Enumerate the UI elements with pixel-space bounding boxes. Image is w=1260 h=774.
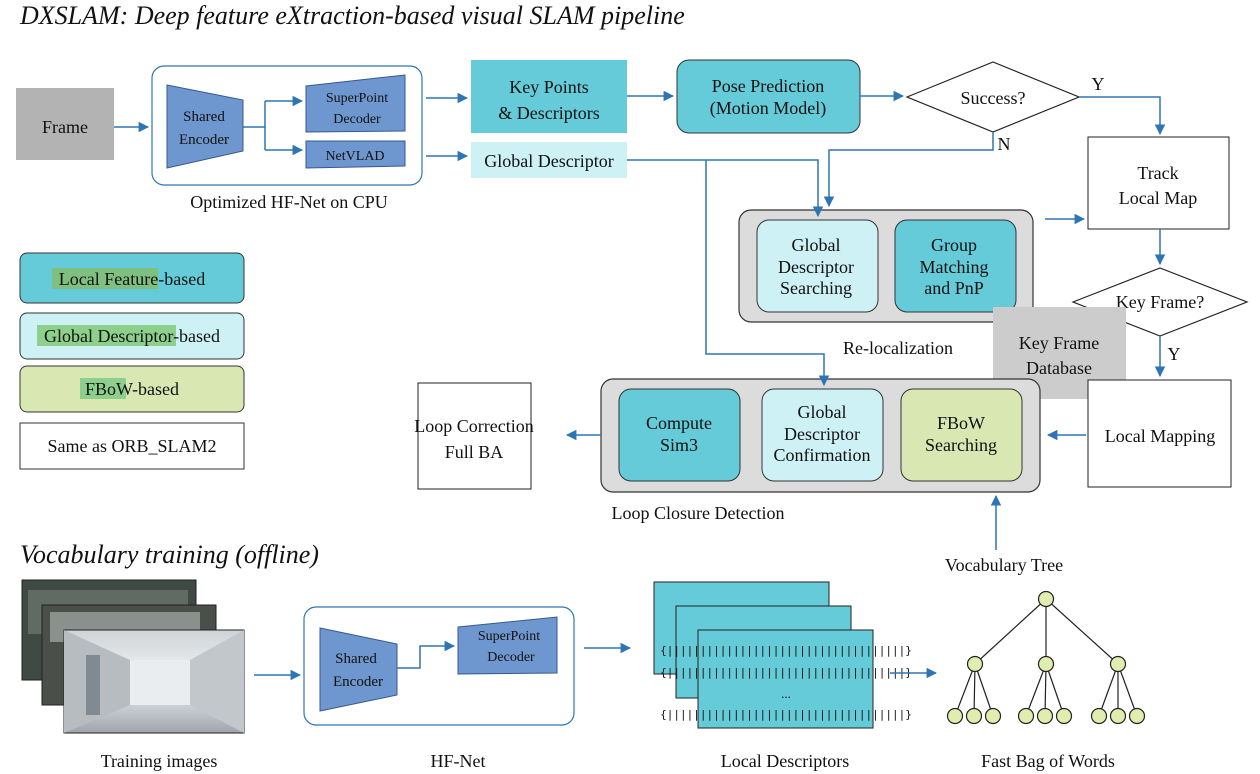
compute-sim3-box [618, 388, 741, 482]
legend-fbow-highlight [80, 378, 126, 399]
gd-searching-line2: Descriptor [778, 257, 854, 277]
offline-shared-encoder-line1: Shared [335, 651, 377, 667]
vocabulary-tree-label: Vocabulary Tree [945, 555, 1063, 575]
fbow-searching-box [900, 388, 1023, 482]
legend-fbow-text: FBoW-based [85, 379, 179, 399]
diagram-title: DXSLAM: Deep feature eXtraction-based vi… [19, 1, 685, 30]
training-images-caption: Training images [101, 751, 218, 771]
global-descriptor-label: Global Descriptor [484, 151, 613, 171]
gd-searching-line3: Searching [780, 278, 852, 298]
group-matching-line1: Group [931, 235, 977, 255]
fast-bow-caption: Fast Bag of Words [981, 751, 1115, 771]
local-descriptors-caption: Local Descriptors [721, 751, 849, 771]
loop-closure-caption: Loop Closure Detection [612, 503, 785, 523]
offline-hfnet-caption: HF-Net [431, 751, 486, 771]
local-mapping-box [1087, 379, 1232, 488]
key-frame-yes-label: Y [1168, 344, 1181, 364]
loop-correction-line2: Full BA [445, 442, 504, 462]
global-descriptor-box [471, 142, 627, 178]
shared-encoder-shape [166, 84, 244, 169]
key-points-box [471, 60, 627, 133]
fast-bow-tree-nodes [946, 590, 1146, 725]
gd-confirmation-line1: Global [798, 402, 847, 422]
netvlad-shape [305, 140, 406, 169]
group-matching-line2: Matching [920, 257, 989, 277]
key-points-line1: Key Points [509, 77, 589, 97]
offline-superpoint-decoder-shape [457, 616, 558, 675]
offline-superpoint-decoder-line2: Decoder [487, 650, 535, 665]
kf-database-line2: Database [1026, 358, 1092, 378]
track-local-map-box [1087, 136, 1230, 230]
global-descriptor-searching-box [756, 219, 879, 313]
legend-global-descriptor-text: Global Descriptor-based [44, 326, 220, 346]
offline-encoder-decoder-arrow [397, 640, 456, 669]
loop-correction-line1: Loop Correction [414, 416, 533, 436]
legend-local-feature-highlight [52, 268, 158, 289]
fbow-searching-line2: Searching [925, 435, 997, 455]
offline-arrows [254, 642, 938, 681]
pipeline-arrows [114, 90, 1166, 550]
legend-local-feature-text: Local Feature-based [59, 269, 205, 289]
pose-prediction-line2: (Motion Model) [710, 98, 827, 119]
frame-box [16, 88, 114, 160]
legend-fbow [19, 365, 245, 413]
superpoint-decoder-shape [305, 74, 406, 133]
kf-database-line1: Key Frame [1019, 333, 1099, 353]
group-matching-line3: and PnP [924, 278, 984, 298]
compute-sim3-line1: Compute [646, 413, 712, 433]
offline-section-title: Vocabulary training (offline) [20, 540, 319, 569]
gd-confirmation-line2: Descriptor [784, 424, 860, 444]
descriptor-row-3: {||||||||||||||||||||||||||||||||||||} [660, 708, 912, 721]
shared-encoder-line2: Encoder [179, 132, 229, 148]
group-matching-box [894, 219, 1017, 313]
hfnet-cpu-caption: Optimized HF-Net on CPU [190, 192, 388, 212]
global-descriptor-confirmation-box [761, 388, 884, 482]
track-local-map-line2: Local Map [1119, 188, 1197, 208]
legend-orb-slam2 [19, 422, 245, 470]
track-local-map-line1: Track [1137, 163, 1178, 183]
fast-bow-tree-edges [954, 598, 1138, 717]
gd-searching-line1: Global [792, 235, 841, 255]
local-descriptors-stack [653, 581, 874, 729]
legend-orb-slam2-text: Same as ORB_SLAM2 [47, 436, 216, 456]
gd-confirmation-line3: Confirmation [774, 445, 871, 465]
pose-prediction-box [676, 59, 861, 134]
pose-prediction-line1: Pose Prediction [712, 76, 825, 96]
offline-superpoint-decoder-line1: SuperPoint [478, 629, 540, 644]
descriptor-row-1: {||||||||||||||||||||||||||||||||||||} [660, 644, 912, 657]
legend-global-descriptor-highlight [37, 325, 176, 346]
relocalization-caption: Re-localization [843, 338, 953, 358]
key-frame-label: Key Frame? [1116, 292, 1204, 312]
key-points-line2: & Descriptors [498, 103, 599, 123]
compute-sim3-line2: Sim3 [660, 435, 698, 455]
superpoint-decoder-line1: SuperPoint [326, 91, 388, 106]
shared-encoder-line1: Shared [183, 109, 225, 125]
local-mapping-label: Local Mapping [1105, 426, 1215, 446]
offline-shared-encoder-shape [319, 627, 398, 712]
success-yes-label: Y [1092, 74, 1105, 94]
fbow-searching-line1: FBoW [937, 413, 985, 433]
descriptor-ellipsis: ... [781, 686, 791, 701]
loop-correction-box [417, 382, 532, 490]
success-no-label: N [998, 134, 1011, 154]
training-images-stack [21, 579, 245, 734]
netvlad-label: NetVLAD [325, 149, 384, 164]
frame-label: Frame [42, 117, 88, 137]
offline-shared-encoder-line2: Encoder [333, 674, 383, 690]
superpoint-decoder-line2: Decoder [333, 112, 381, 127]
success-label: Success? [961, 88, 1026, 108]
descriptor-row-2: {||||||||||||||||||||||||||||||||||||} [660, 666, 912, 679]
